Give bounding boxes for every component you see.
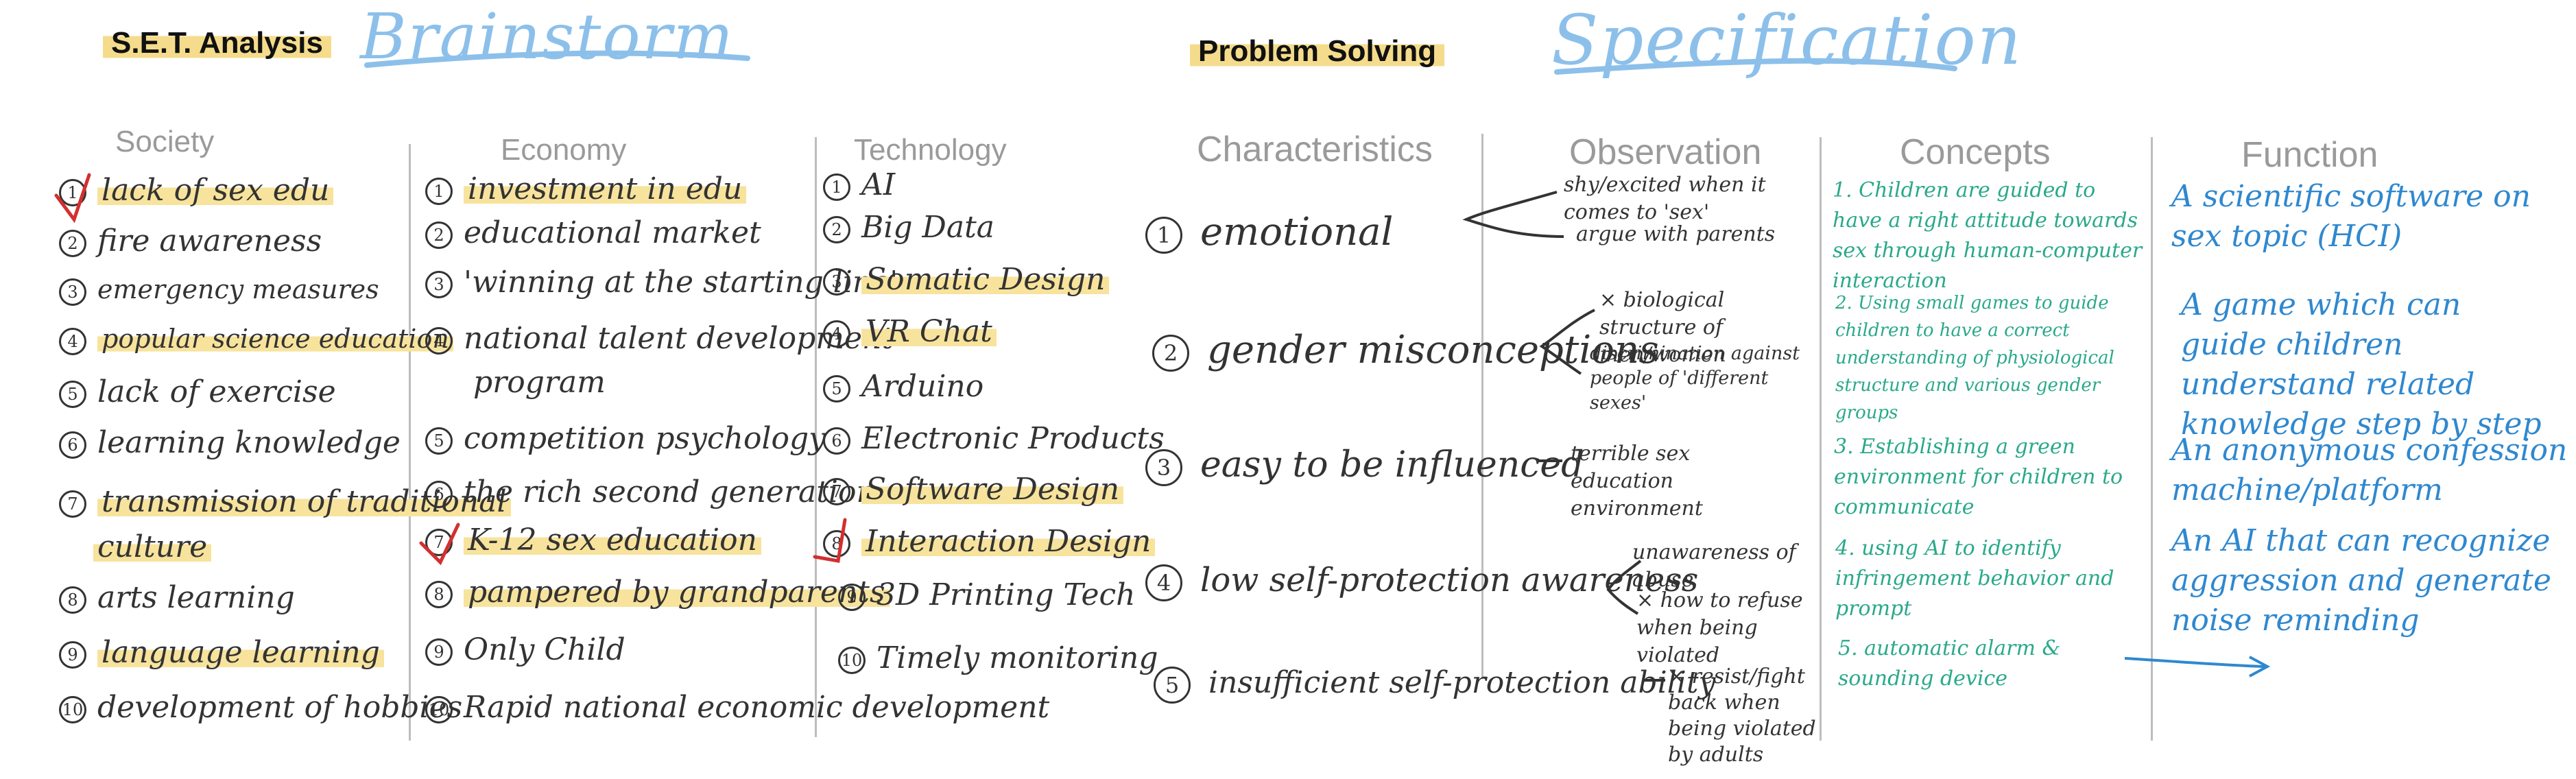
observation-note: discrimination against people of 'differ… [1590, 343, 1800, 414]
concept-item: 4. using AI to identify infringement beh… [1835, 536, 2114, 621]
observation-note: × biological structure of men/women [1599, 288, 1726, 367]
economy-header: Economy [501, 133, 627, 167]
concept-item: 2. Using small games to guide children t… [1835, 293, 2114, 423]
brainstorm-underline [364, 50, 750, 68]
concepts-header: Concepts [1900, 132, 2051, 172]
list-item: program [473, 365, 606, 400]
bracket-stroke [1462, 191, 1564, 238]
observation-note: shy/excited when it comes to 'sex' [1564, 173, 1766, 224]
function-item: An anonymous confession machine/platform [2171, 433, 2568, 507]
concept-item: 1. Children are guided to have a right a… [1833, 178, 2143, 293]
column-divider [815, 137, 817, 737]
function-item: A scientific software on sex topic (HCI) [2171, 179, 2531, 254]
red-check-mark [419, 523, 460, 566]
characteristics-header: Characteristics [1197, 130, 1433, 169]
problem-solving-title: Problem Solving [1190, 34, 1445, 69]
function-item: An AI that can recognize aggression and … [2171, 523, 2551, 638]
society-header: Society [115, 125, 215, 158]
observation-note: terrible sex education environment [1571, 442, 1703, 520]
observation-note: × how to refuse when being violated [1636, 588, 1803, 667]
observation-note: × resist/fight back when being violated … [1668, 664, 1816, 767]
column-divider [1820, 137, 1822, 741]
arrow-head [2249, 656, 2271, 678]
bracket-stroke [1606, 560, 1642, 615]
function-header: Function [2241, 135, 2378, 175]
concept-item: 3. Establishing a green environment for … [1834, 435, 2123, 519]
list-item: culture [93, 529, 212, 564]
column-divider [1481, 134, 1483, 679]
bracket-stroke [1539, 309, 1595, 375]
column-divider [409, 144, 411, 741]
function-item: A game which can guide children understa… [2181, 287, 2542, 442]
arrow-line [2124, 657, 2265, 668]
observation-note: argue with parents [1576, 222, 1776, 246]
set-analysis-title: S.E.T. Analysis [103, 26, 331, 60]
specification-underline [1554, 58, 1957, 75]
red-check-mark [813, 518, 847, 563]
observation-header: Observation [1569, 132, 1762, 172]
technology-header: Technology [854, 133, 1007, 167]
concept-item: 5. automatic alarm & sounding device [1838, 636, 2061, 691]
red-check-mark [54, 173, 91, 224]
observation-note: unawareness of abuse [1632, 540, 1796, 592]
column-divider [2151, 137, 2153, 741]
